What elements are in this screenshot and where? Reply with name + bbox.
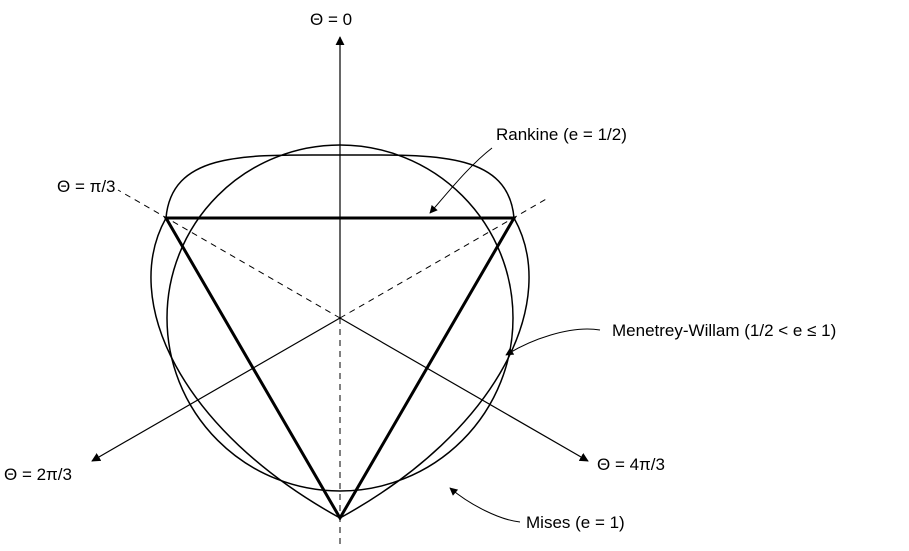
label-theta-2pi3: Θ = 2π/3 xyxy=(4,465,72,484)
label-theta-4pi3: Θ = 4π/3 xyxy=(597,455,665,474)
menetrey-willam-curve xyxy=(150,154,530,519)
menetrey-willam-leader-arrow xyxy=(505,328,601,356)
mises-leader-arrow xyxy=(449,487,521,523)
axis-theta-4pi3 xyxy=(339,317,589,462)
label-theta-0: Θ = 0 xyxy=(310,10,352,29)
label-menetrey-willam: Menetrey-Willam (1/2 < e ≤ 1) xyxy=(612,321,836,340)
label-rankine: Rankine (e = 1/2) xyxy=(496,125,627,144)
label-mises: Mises (e = 1) xyxy=(526,513,625,532)
rankine-leader-arrow xyxy=(429,147,493,214)
mises-circle xyxy=(166,144,514,492)
axis-theta-2pi3 xyxy=(91,317,341,462)
rankine-triangle xyxy=(163,216,517,521)
dashed-line-upper-right xyxy=(339,197,549,319)
label-theta-pi3: Θ = π/3 xyxy=(57,177,116,196)
dashed-line-theta-pi3 xyxy=(117,189,341,319)
